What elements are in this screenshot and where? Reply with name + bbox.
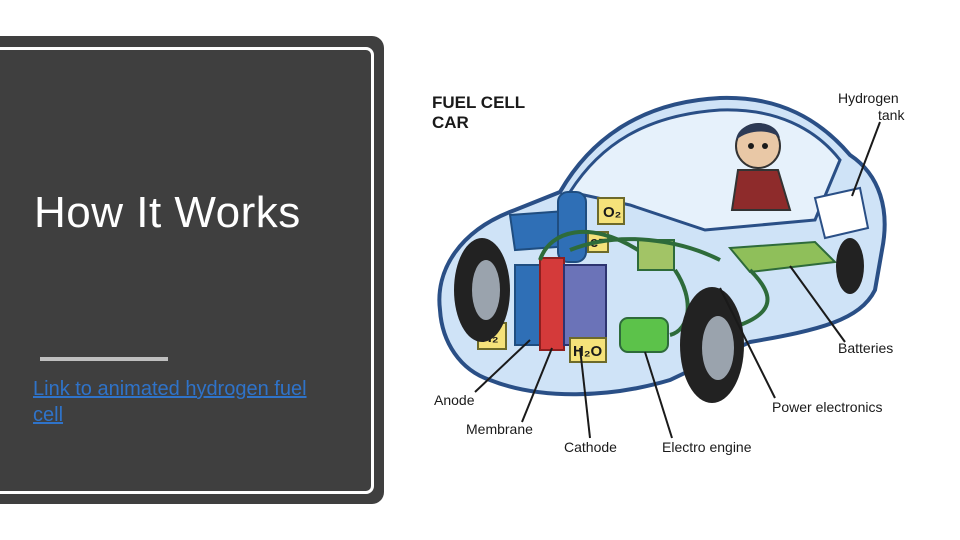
membrane-plate — [539, 257, 565, 351]
leader-lines — [474, 121, 881, 439]
cathode-plate — [563, 264, 607, 346]
title-panel-border — [0, 47, 374, 494]
anode-plate — [514, 264, 544, 346]
hydrogen-tank-label-line2: tank — [878, 107, 905, 123]
electro-engine — [619, 317, 669, 353]
animated-fuel-cell-link[interactable]: Link to animated hydrogen fuel cell — [33, 378, 307, 426]
driver-eye-left — [748, 143, 754, 149]
batteries-label: Batteries — [838, 340, 893, 356]
title-divider — [40, 357, 168, 361]
water-output-box — [569, 337, 607, 363]
controller-box — [637, 239, 675, 271]
cathode-label: Cathode — [564, 439, 617, 455]
rear-wheel — [680, 287, 744, 403]
oxygen-box — [597, 197, 625, 225]
driver-eye-right — [762, 143, 768, 149]
fuel-cell-car-illustration: FUEL CELL CAR O₂ e⁻ H₂ H₂O — [432, 90, 905, 455]
membrane-label: Membrane — [466, 421, 533, 437]
title-panel — [0, 36, 384, 504]
front-wheel — [454, 238, 510, 342]
hydrogen-tank-label-line1: Hydrogen — [838, 90, 899, 106]
driver-hair — [736, 123, 780, 140]
illustration-heading-line1: FUEL CELL — [432, 93, 525, 112]
hydrogen-tank — [813, 186, 870, 240]
air-intake-cylinder — [557, 191, 587, 263]
battery-pack — [727, 240, 838, 274]
water-symbol: H₂O — [573, 343, 602, 360]
driver-body — [730, 169, 792, 211]
illustration-heading-line2: CAR — [432, 113, 469, 132]
back-wheel-far — [836, 238, 864, 294]
power-electronics-label: Power electronics — [772, 399, 883, 415]
anode-label: Anode — [434, 392, 475, 408]
oxygen-symbol: O₂ — [603, 204, 621, 221]
slide-title: How It Works — [34, 188, 301, 237]
electro-engine-label: Electro engine — [662, 439, 752, 455]
